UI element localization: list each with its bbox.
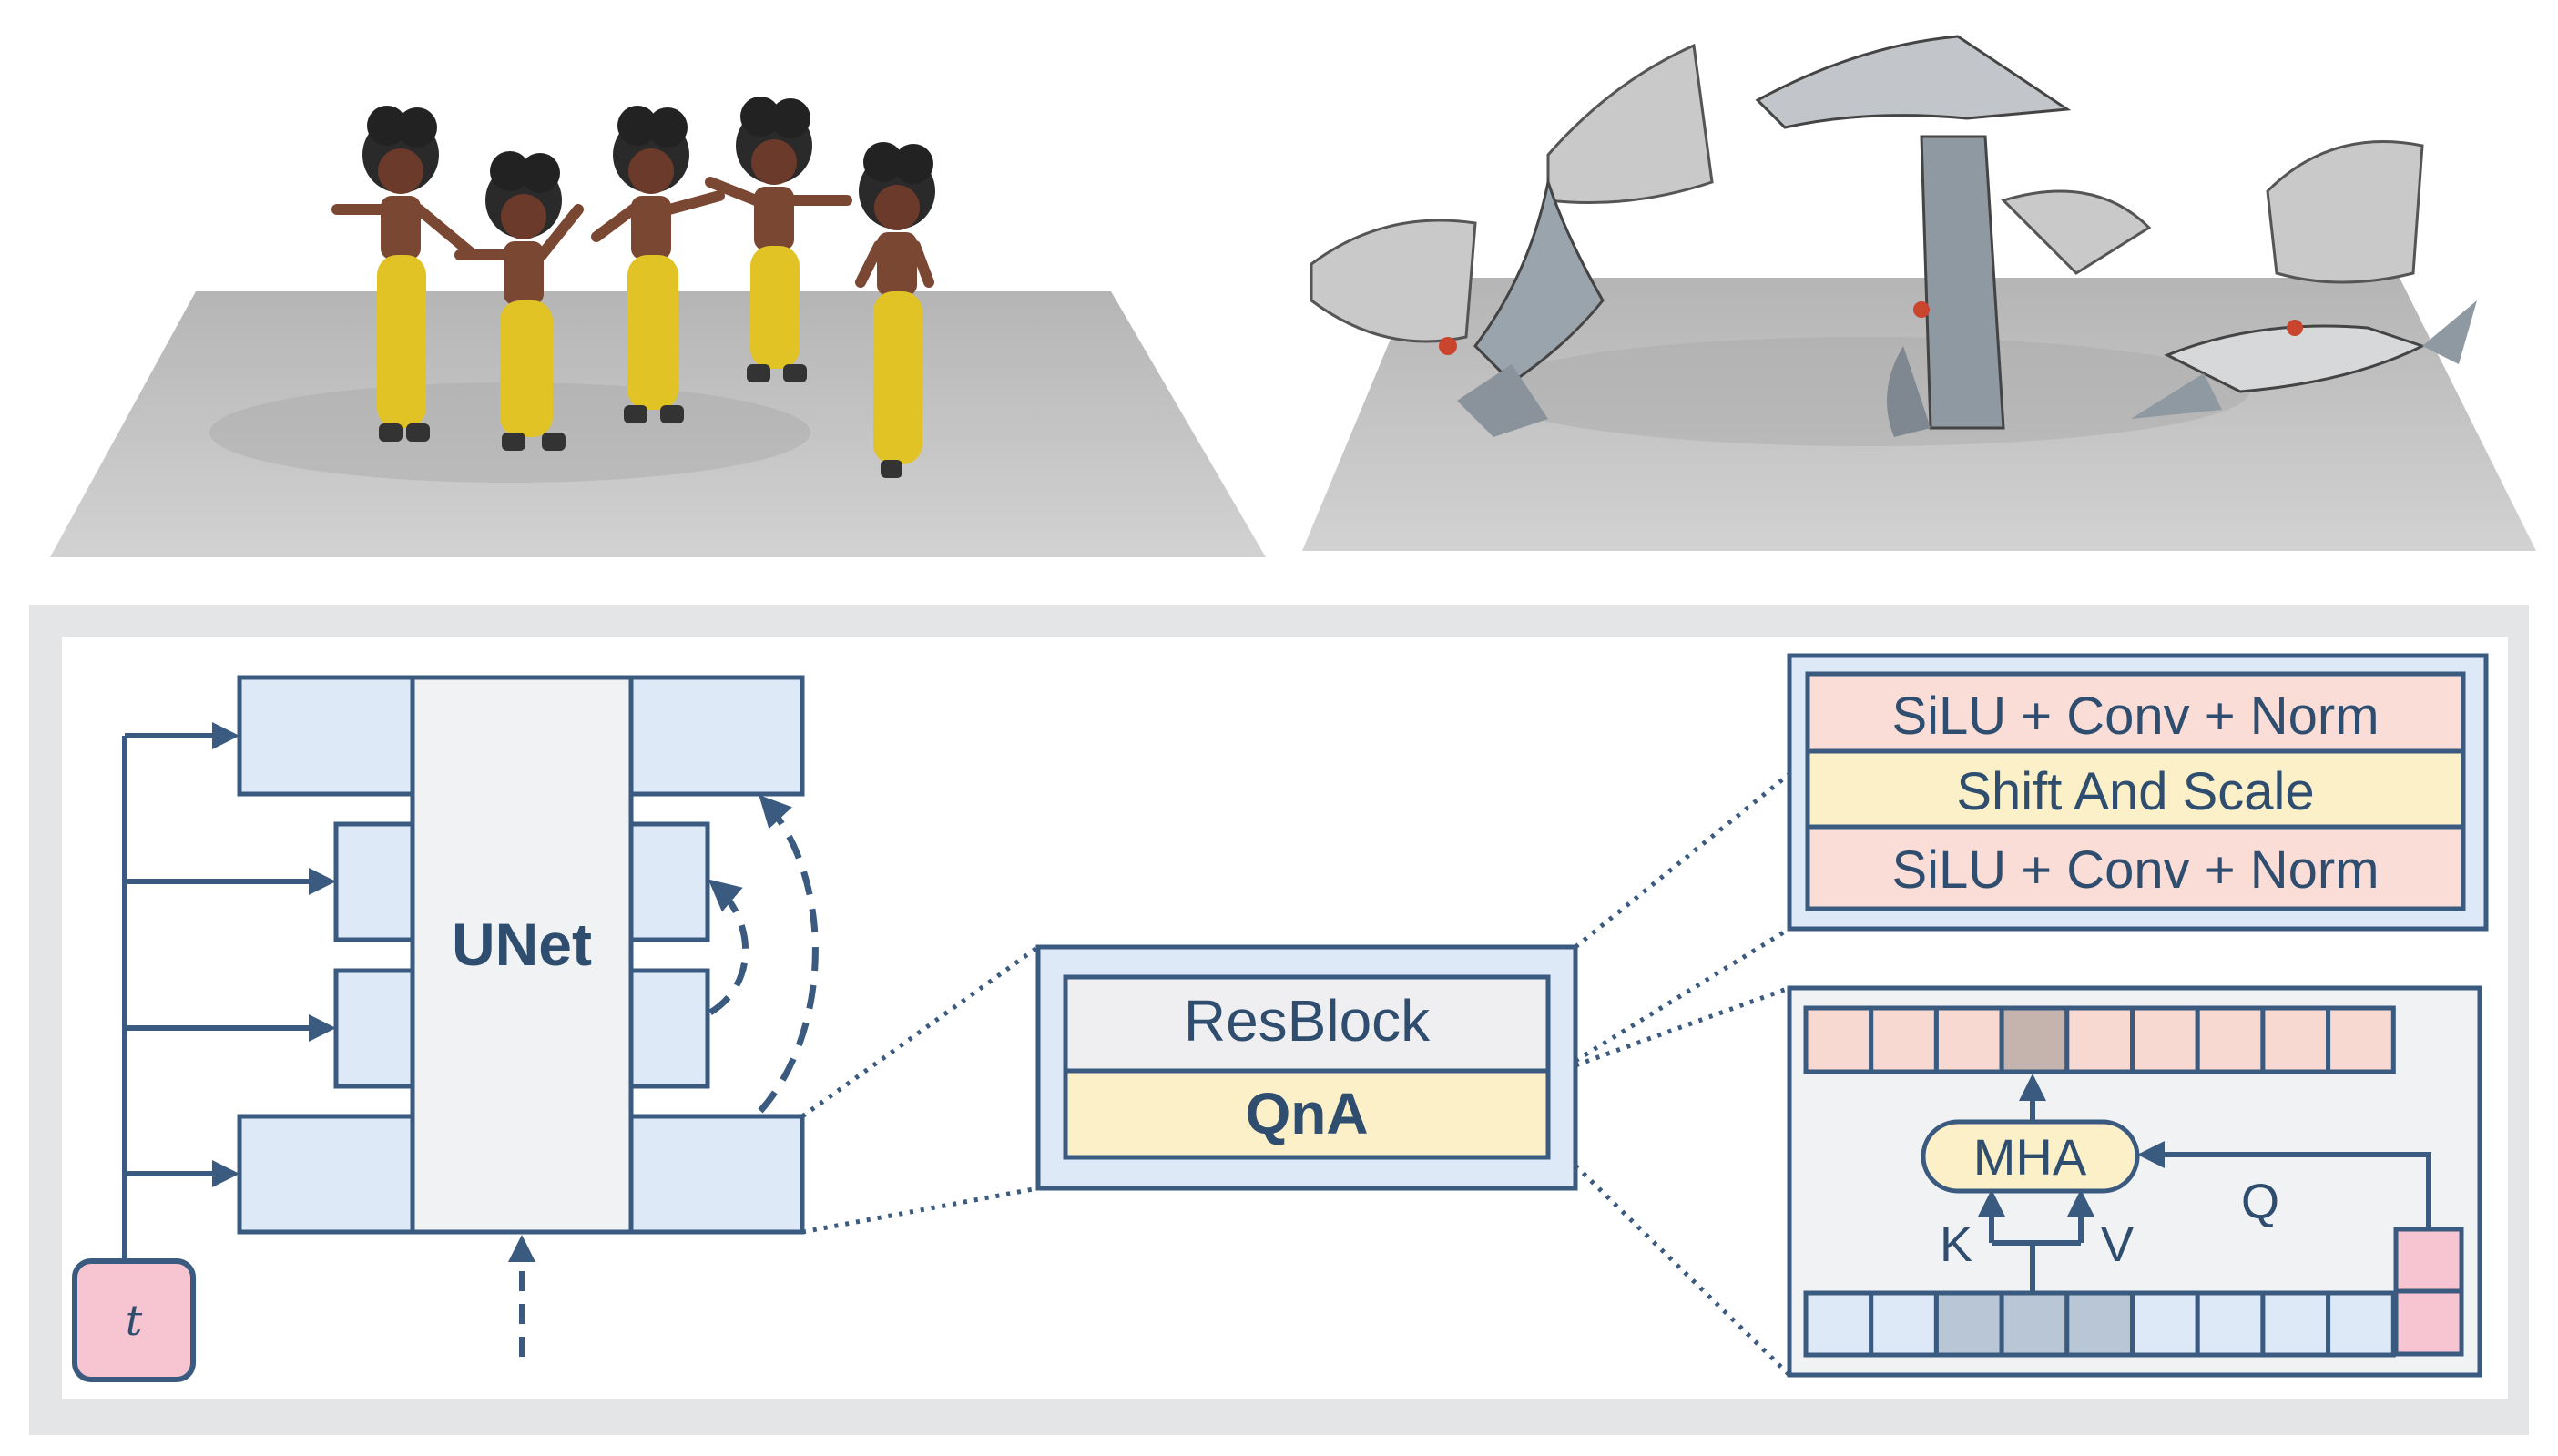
block-zoom: ResBlock QnA (1035, 944, 1578, 1191)
zoom-connectors (800, 772, 1791, 1377)
resblock-label: ResBlock (1184, 988, 1431, 1054)
resblock-detail-layer-1 (1805, 671, 2466, 754)
resblock-detail: SiLU + Conv + Norm Shift And Scale SiLU … (1787, 653, 2489, 932)
time-token-label: t (126, 1296, 143, 1345)
input-token-row (1803, 1290, 2396, 1358)
mha-box (1921, 1119, 2140, 1194)
input-token-7 (2195, 1290, 2266, 1358)
input-token-2 (1869, 1290, 1939, 1358)
output-token-1 (1803, 1005, 1874, 1074)
time-token (72, 1258, 196, 1382)
output-token-9 (2326, 1005, 2396, 1074)
unet-center-column (410, 675, 634, 1235)
output-token-4 (1999, 1005, 2070, 1074)
render-right (1302, 35, 2536, 551)
resblock-detail-layer-3 (1805, 824, 2466, 911)
unet-dec-block-3 (628, 968, 710, 1089)
qna-label: QnA (1245, 1081, 1368, 1146)
input-token-3 (1933, 1290, 2004, 1358)
mha-label: MHA (1973, 1128, 2087, 1186)
resblock-layer-1-label: SiLU + Conv + Norm (1891, 687, 2379, 746)
resblock-layer-2-label: Shift And Scale (1956, 762, 2314, 821)
input-token-4 (1999, 1290, 2070, 1358)
input-token-9 (2326, 1290, 2396, 1358)
resblock-layer-3-label: SiLU + Conv + Norm (1891, 840, 2379, 900)
input-token-5 (2064, 1290, 2135, 1358)
unet-diagram: UNet t (72, 675, 819, 1382)
unet-dec-block-1 (628, 675, 805, 797)
dancer-figures (331, 97, 935, 478)
input-token-6 (2130, 1290, 2200, 1358)
input-token-8 (2260, 1290, 2331, 1358)
output-token-3 (1933, 1005, 2004, 1074)
output-token-6 (2130, 1005, 2200, 1074)
unet-enc-block-1 (237, 675, 415, 797)
qna-box (1063, 1068, 1551, 1160)
unet-enc-block-4 (237, 1114, 415, 1235)
floor-left (50, 291, 1266, 557)
output-token-5 (2064, 1005, 2135, 1074)
output-token-7 (2195, 1005, 2266, 1074)
resblock-box (1063, 974, 1551, 1074)
k-label: K (1940, 1217, 1972, 1272)
render-left (50, 97, 1266, 557)
unet-dec-block-2 (628, 821, 710, 942)
query-token-1 (2393, 1227, 2464, 1294)
time-embedding-arrows (122, 722, 336, 1261)
q-arrow (2137, 1141, 2431, 1229)
qna-detail: MHA K V Q (1787, 985, 2482, 1378)
output-token-8 (2260, 1005, 2331, 1074)
output-token-row (1803, 1005, 2396, 1074)
unet-enc-block-3 (333, 968, 415, 1089)
skip-connection-inner (708, 879, 749, 1015)
q-label: Q (2241, 1175, 2279, 1229)
unet-enc-block-2 (333, 821, 415, 942)
unet-label: UNet (452, 911, 592, 978)
query-token-2 (2393, 1288, 2464, 1357)
dragon-figures (1310, 35, 2477, 437)
output-token-2 (1869, 1005, 1939, 1074)
unet-dec-block-4 (628, 1114, 805, 1235)
skip-connection-outer (758, 794, 819, 1114)
v-label: V (2101, 1217, 2134, 1272)
input-token-1 (1803, 1290, 1874, 1358)
